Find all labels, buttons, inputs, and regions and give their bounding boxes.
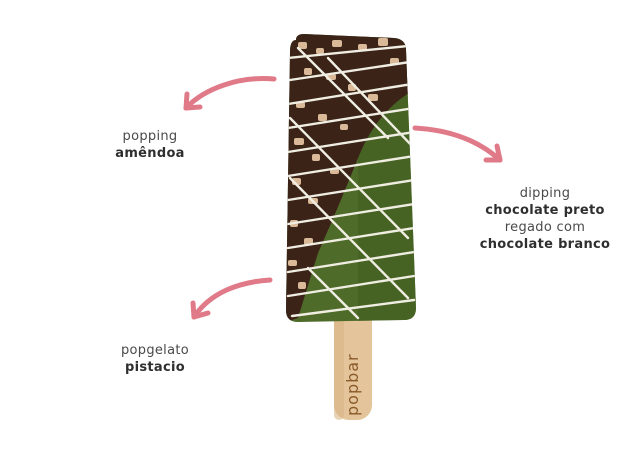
wooden-stick [334,308,372,420]
arrow-dipping-icon [412,125,503,163]
stick-brand: popbar [343,353,362,416]
label-coating: popping amêndoa [90,128,210,162]
label-gelato: popgelato pistacio [95,342,215,376]
coating-flavor: amêndoa [115,146,185,161]
dipping-flavor: chocolate preto [485,203,605,218]
arrow-coating-icon [183,76,277,111]
popsicle-bar [286,34,416,322]
coating-type: popping [122,129,178,144]
drizzle-flavor: chocolate branco [479,237,611,252]
drizzle-type: regado com [504,220,586,235]
popsicle-illustration: popbar [286,34,416,420]
label-dipping: dipping chocolate preto regado com choco… [470,185,620,253]
gelato-flavor: pistacio [125,360,185,375]
gelato-type: popgelato [120,343,190,358]
arrow-gelato-icon [190,277,273,320]
dipping-type: dipping [519,186,571,201]
